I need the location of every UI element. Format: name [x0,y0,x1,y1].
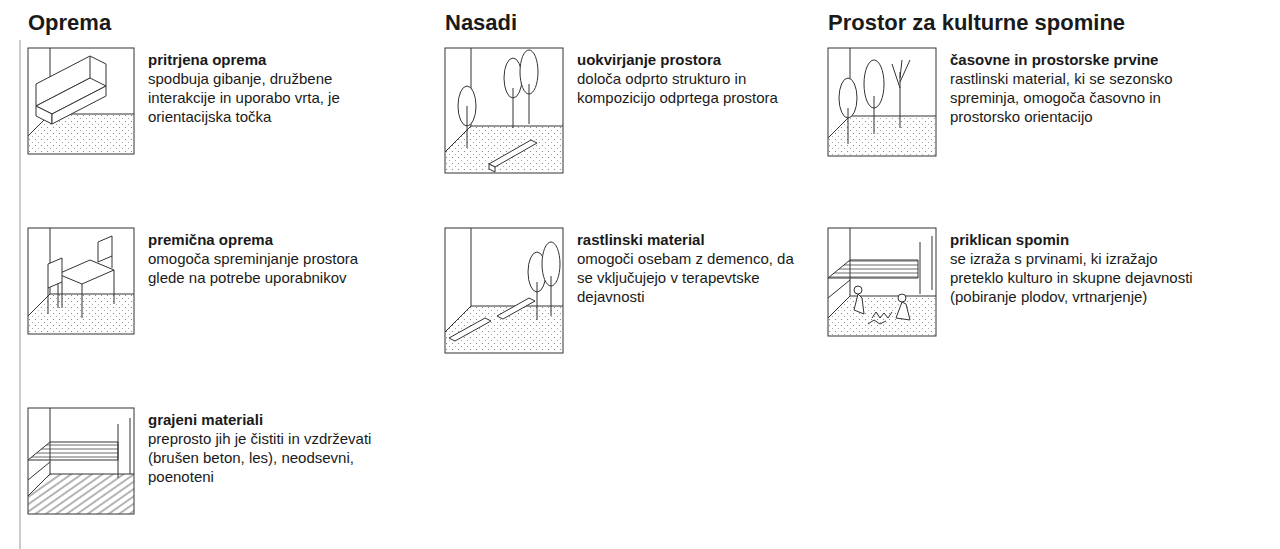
element-heading: premična oprema [148,230,378,249]
seasonal-plants-icon [828,48,936,156]
element-description: časovne in prostorske prvinerastlinski m… [950,48,1210,126]
column-heading: Nasadi [445,10,517,36]
element-body: spodbuja gibanje, družbene interakcije i… [148,69,378,126]
element-heading: časovne in prostorske prvine [950,50,1210,69]
space-framing-icon [445,48,563,173]
column-heading: Oprema [28,10,111,36]
element-body: določa odprto strukturo in kompozicijo o… [577,69,812,107]
design-element: premična opremaomogoča spreminjanje pros… [28,228,378,334]
built-materials-icon [28,408,134,514]
element-body: omogoča spreminjanje prostora glede na p… [148,249,378,287]
design-element: časovne in prostorske prvinerastlinski m… [828,48,1210,156]
element-description: priklican spominse izraža s prvinami, ki… [950,228,1210,306]
element-description: uokvirjanje prostoradoloča odprto strukt… [577,48,812,107]
recalled-memory-icon [828,228,936,336]
design-element: priklican spominse izraža s prvinami, ki… [828,228,1210,336]
element-heading: uokvirjanje prostora [577,50,812,69]
element-description: grajeni materialipreprosto jih je čistit… [148,408,378,486]
element-description: pritrjena opremaspodbuja gibanje, družbe… [148,48,378,126]
movable-furniture-icon [28,228,134,334]
design-element: uokvirjanje prostoradoloča odprto strukt… [445,48,812,173]
element-heading: rastlinski material [577,230,812,249]
fixed-bench-icon [28,48,134,154]
element-description: rastlinski materialomogoči osebam z deme… [577,228,812,306]
design-element: rastlinski materialomogoči osebam z deme… [445,228,812,353]
element-description: premična opremaomogoča spreminjanje pros… [148,228,378,287]
element-heading: priklican spomin [950,230,1210,249]
element-body: preprosto jih je čistiti in vzdrževati (… [148,429,378,486]
element-heading: pritrjena oprema [148,50,378,69]
element-body: se izraža s prvinami, ki izražajo pretek… [950,249,1210,306]
design-element: pritrjena opremaspodbuja gibanje, družbe… [28,48,378,154]
column-heading: Prostor za kulturne spomine [828,10,1125,36]
element-body: omogoči osebam z demenco, da se vključuj… [577,249,812,306]
design-element: grajeni materialipreprosto jih je čistit… [28,408,378,514]
element-heading: grajeni materiali [148,410,378,429]
element-body: rastlinski material, ki se sezonsko spre… [950,69,1210,126]
plant-material-icon [445,228,563,353]
column-rule [20,40,21,549]
